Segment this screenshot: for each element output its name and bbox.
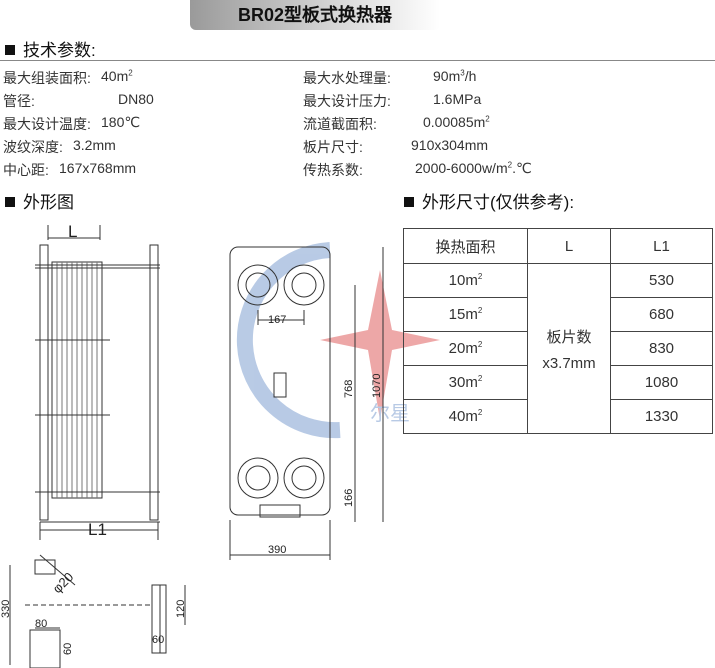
watermark-text: 尔星 xyxy=(370,402,410,425)
dim-166: 166 xyxy=(343,489,355,507)
param-label: 最大设计温度: xyxy=(3,116,91,132)
dim-L: L xyxy=(68,222,77,241)
param-row: 中心距: 167x768mm xyxy=(3,160,136,180)
param-label: 最大组装面积: xyxy=(3,70,91,86)
dim-80: 80 xyxy=(35,618,47,630)
param-row: 流道截面积: 0.00085m2 xyxy=(303,114,490,134)
param-row: 板片尺寸: 910x304mm xyxy=(303,137,488,157)
param-label: 流道截面积: xyxy=(303,116,377,132)
table-row: 30m2 1080 xyxy=(403,365,713,400)
dim-768: 768 xyxy=(343,380,355,398)
param-value: 40m2 xyxy=(101,68,133,84)
dim-60-vertical: 60 xyxy=(62,643,74,655)
dim-120: 120 xyxy=(175,600,187,618)
L1-cell: 1330 xyxy=(610,399,713,434)
param-row: 最大设计压力: 1.6MPa xyxy=(303,91,481,111)
param-value: 910x304mm xyxy=(411,137,489,153)
param-label: 传热系数: xyxy=(303,162,363,178)
front-view xyxy=(229,246,384,560)
area-cell: 30m2 xyxy=(403,365,528,400)
dim-167: 167 xyxy=(268,314,286,326)
watermark-logo: 尔星 xyxy=(236,242,440,439)
bullet-square-icon xyxy=(404,197,414,207)
header-L: L xyxy=(527,228,611,264)
header-area: 换热面积 xyxy=(403,228,528,264)
side-view xyxy=(35,225,160,540)
detail-views xyxy=(9,554,186,668)
param-label: 板片尺寸: xyxy=(303,139,363,155)
param-value: 0.00085m2 xyxy=(423,114,490,130)
param-value: DN80 xyxy=(118,91,154,107)
param-row: 最大水处理量: 90m3/h xyxy=(303,68,476,88)
dim-330: 330 xyxy=(0,600,12,618)
L1-cell: 830 xyxy=(610,331,713,366)
area-cell: 15m2 xyxy=(403,297,528,332)
area-cell: 20m2 xyxy=(403,331,528,366)
param-value: 1.6MPa xyxy=(433,91,482,107)
table-header-row: 换热面积 L L1 xyxy=(403,228,713,264)
section-outline: 外形图 xyxy=(5,188,74,213)
section-dims: 外形尺寸(仅供参考): xyxy=(404,188,574,213)
param-row: 最大组装面积: 40m2 xyxy=(3,68,133,88)
param-row: 传热系数: 2000-6000w/m2.℃ xyxy=(303,160,532,180)
param-value: 90m3/h xyxy=(433,68,477,84)
section-dims-label: 外形尺寸(仅供参考): xyxy=(422,193,575,212)
L1-cell: 530 xyxy=(610,263,713,298)
page-title: BR02型板式换热器 xyxy=(190,0,440,30)
table-row: 15m2 680 xyxy=(403,297,713,332)
param-row: 管径: DN80 xyxy=(3,91,154,111)
area-cell: 10m2 xyxy=(403,263,528,298)
param-label: 中心距: xyxy=(3,162,49,178)
section-params: 技术参数: xyxy=(5,36,96,61)
param-label: 最大设计压力: xyxy=(303,93,391,109)
section-outline-label: 外形图 xyxy=(23,193,74,212)
param-label: 波纹深度: xyxy=(3,139,63,155)
param-value: 180℃ xyxy=(101,114,141,130)
param-row: 最大设计温度: 180℃ xyxy=(3,114,140,134)
header-L1: L1 xyxy=(610,228,713,264)
param-label: 管径: xyxy=(3,93,35,109)
param-row: 波纹深度: 3.2mm xyxy=(3,137,116,157)
param-label: 最大水处理量: xyxy=(303,70,391,86)
table-row: 40m2 1330 xyxy=(403,399,713,434)
bullet-square-icon xyxy=(5,197,15,207)
L1-cell: 1080 xyxy=(610,365,713,400)
param-value: 167x768mm xyxy=(59,160,137,176)
bullet-square-icon xyxy=(5,45,15,55)
divider xyxy=(0,60,715,61)
L1-cell: 680 xyxy=(610,297,713,332)
param-value: 3.2mm xyxy=(73,137,116,153)
section-params-label: 技术参数: xyxy=(23,41,96,60)
dim-1070: 1070 xyxy=(371,374,383,398)
dim-60-horizontal: 60 xyxy=(152,634,164,646)
area-cell: 40m2 xyxy=(403,399,528,434)
param-value: 2000-6000w/m2.℃ xyxy=(415,160,532,176)
dim-L1: L1 xyxy=(88,520,107,539)
dim-phi20: φ20 xyxy=(50,569,77,596)
dim-390: 390 xyxy=(268,544,286,556)
